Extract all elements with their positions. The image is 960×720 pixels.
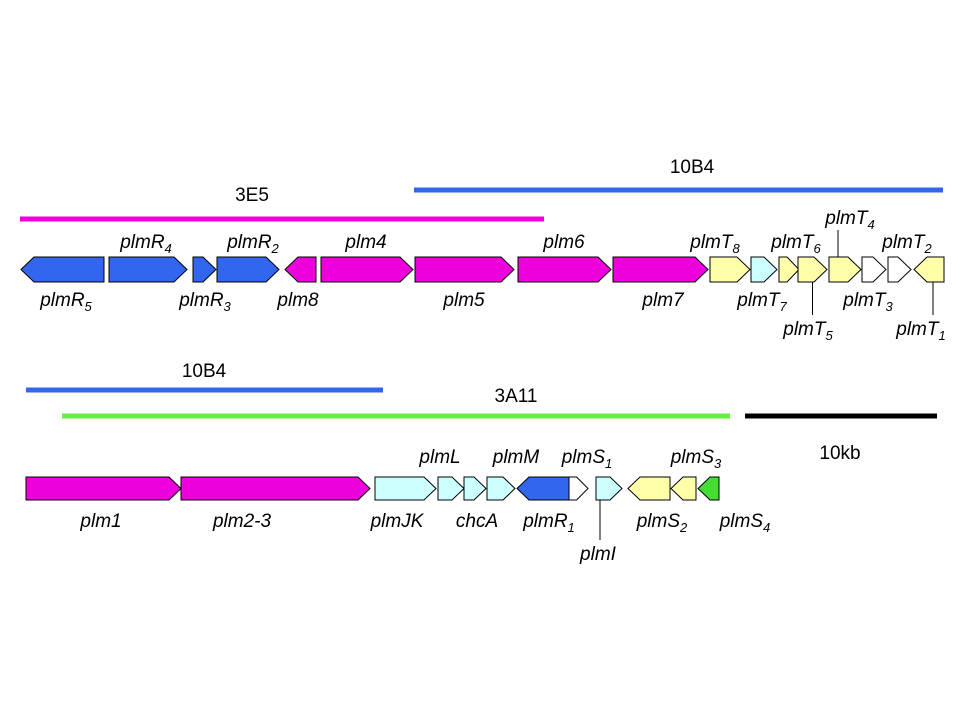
gene-plmS1-label: plmS1 xyxy=(561,447,613,471)
gene-plm6-label: plm6 xyxy=(542,232,585,253)
gene-labels: 3E5 10B4 10B4 3A11 10kb plmR5 plmR4 plmR3 plmR2 p… xyxy=(39,157,946,565)
gene-plmR2-arrow xyxy=(216,256,280,283)
gene-plm7-label: plm7 xyxy=(641,290,685,311)
gene-plmS4-label: plmS4 xyxy=(719,511,771,535)
gene-plmT3a-arrow xyxy=(861,256,887,283)
gene-plmR4-label: plmR4 xyxy=(119,232,172,256)
gene-plmT1-label: plmT1 xyxy=(895,319,945,343)
gene-plm7-arrow xyxy=(612,256,709,283)
gene-plmR2-label: plmR2 xyxy=(226,232,279,256)
gene-plm5-arrow xyxy=(414,256,515,283)
gene-plmT8-label: plmT8 xyxy=(689,232,740,256)
gene-chcA-arrow xyxy=(463,476,487,501)
gene-plm1-label: plm1 xyxy=(79,511,121,532)
gene-plmI-label: plmI xyxy=(579,544,617,565)
gene-plm4-arrow xyxy=(320,256,414,283)
gene-arrows xyxy=(20,256,945,501)
gene-plmT8-arrow xyxy=(709,256,751,283)
gene-plmT4-label: plmT4 xyxy=(824,208,874,232)
gene-plm6-arrow xyxy=(517,256,612,283)
clone-3a11-label: 3A11 xyxy=(495,386,538,407)
scale-bar-label: 10kb xyxy=(819,443,860,464)
clone-coverage-lines xyxy=(20,187,943,419)
gene-plmJK-label: plmJK xyxy=(370,511,425,532)
gene-plmT4-arrow xyxy=(828,256,862,283)
clone-10b4-top-label: 10B4 xyxy=(670,157,715,178)
gene-plmR3-label: plmR3 xyxy=(178,290,231,314)
gene-plmM-arrow xyxy=(486,476,516,501)
clone-3e5-label: 3E5 xyxy=(235,185,269,206)
gene-plmI-arrow xyxy=(595,476,623,501)
gene-plmT6-arrow xyxy=(778,256,800,283)
gene-plmS1-arrow xyxy=(568,476,589,501)
gene-plmT3b-arrow xyxy=(887,256,912,283)
gene-plm8-label: plm8 xyxy=(276,290,319,311)
gene-plmL-arrow xyxy=(437,476,465,501)
gene-plmS2-arrow xyxy=(627,476,671,501)
gene-plmR5-label: plmR5 xyxy=(39,290,92,314)
gene-plm2-3-label: plm2-3 xyxy=(212,511,272,532)
gene-plmR5-arrow xyxy=(20,256,105,283)
gene-plmT2-arrow xyxy=(913,256,945,283)
gene-plmT5-arrow xyxy=(797,256,828,283)
gene-plmT3a-label: plmT3 xyxy=(842,290,893,314)
label-leader-lines xyxy=(599,230,934,540)
gene-plm4-label: plm4 xyxy=(344,232,386,253)
gene-plmM-label: plmM xyxy=(492,447,540,468)
gene-plmT5-label: plmT5 xyxy=(782,319,833,343)
gene-plmS3-arrow xyxy=(670,476,697,501)
gene-plmL-label: plmL xyxy=(418,447,460,468)
gene-plmR1-label: plmR1 xyxy=(522,511,575,535)
gene-plmR4-arrow xyxy=(108,256,188,283)
gene-plmS4-arrow xyxy=(697,476,720,501)
gene-plmS3-label: plmS3 xyxy=(670,447,722,471)
gene-plmJK-arrow xyxy=(374,476,437,501)
gene-plmS2-label: plmS2 xyxy=(636,511,688,535)
clone-10b4-bottom-label: 10B4 xyxy=(182,361,227,382)
gene-plm8-arrow xyxy=(284,256,317,283)
gene-plmR3-arrow xyxy=(192,256,217,283)
gene-chcA-label: chcA xyxy=(456,511,498,532)
gene-plm1-arrow xyxy=(25,476,182,501)
gene-plm2-3-arrow xyxy=(180,476,371,501)
gene-plmT6-label: plmT6 xyxy=(770,232,821,256)
gene-plmT7-arrow xyxy=(750,256,778,283)
gene-plmT7-label: plmT7 xyxy=(736,290,787,314)
gene-plmR1-arrow xyxy=(516,476,570,501)
gene-plmT2-label: plmT2 xyxy=(881,232,932,256)
gene-plm5-label: plm5 xyxy=(442,290,485,311)
